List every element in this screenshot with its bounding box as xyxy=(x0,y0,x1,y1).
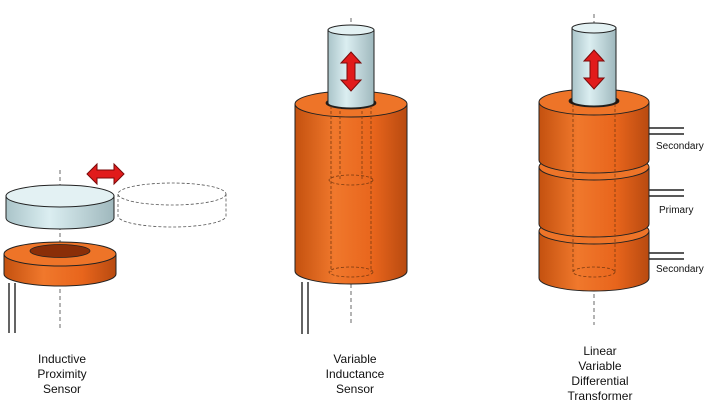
vertical-motion-arrow-icon xyxy=(339,51,363,92)
caption-line: Sensor xyxy=(42,382,82,396)
caption-inductive-proximity-sensor: Inductive Proximity Sensor xyxy=(12,352,112,397)
caption-line: Variable xyxy=(333,352,377,366)
caption-line: Sensor xyxy=(335,382,375,396)
coil-ring xyxy=(3,241,117,287)
winding-label-secondary-bottom: Secondary xyxy=(656,264,704,275)
coil-body xyxy=(294,90,408,285)
hidden-core-outline xyxy=(572,104,616,278)
caption-line: Transformer xyxy=(567,389,633,403)
caption-line: Variable xyxy=(578,359,622,373)
horizontal-motion-arrow-icon xyxy=(86,162,125,186)
winding-leads xyxy=(649,127,684,260)
caption-line: Differential xyxy=(571,374,629,388)
target-disk-ghost xyxy=(117,182,227,228)
target-disk xyxy=(5,184,115,230)
inductive-proximity-sensor xyxy=(3,162,227,333)
winding-label-primary: Primary xyxy=(659,205,693,216)
caption-line: Linear xyxy=(583,344,617,358)
caption-line: Proximity xyxy=(37,367,87,381)
vertical-motion-arrow-icon xyxy=(582,49,606,90)
caption-lvdt: Linear Variable Differential Transformer xyxy=(545,344,655,404)
variable-inductance-sensor xyxy=(294,18,408,334)
winding-label-secondary-top: Secondary xyxy=(656,141,704,152)
caption-line: Inductance xyxy=(325,367,385,381)
caption-variable-inductance-sensor: Variable Inductance Sensor xyxy=(305,352,405,397)
caption-line: Inductive xyxy=(37,352,87,366)
lvdt-sensor: Secondary Primary Secondary xyxy=(538,14,704,325)
